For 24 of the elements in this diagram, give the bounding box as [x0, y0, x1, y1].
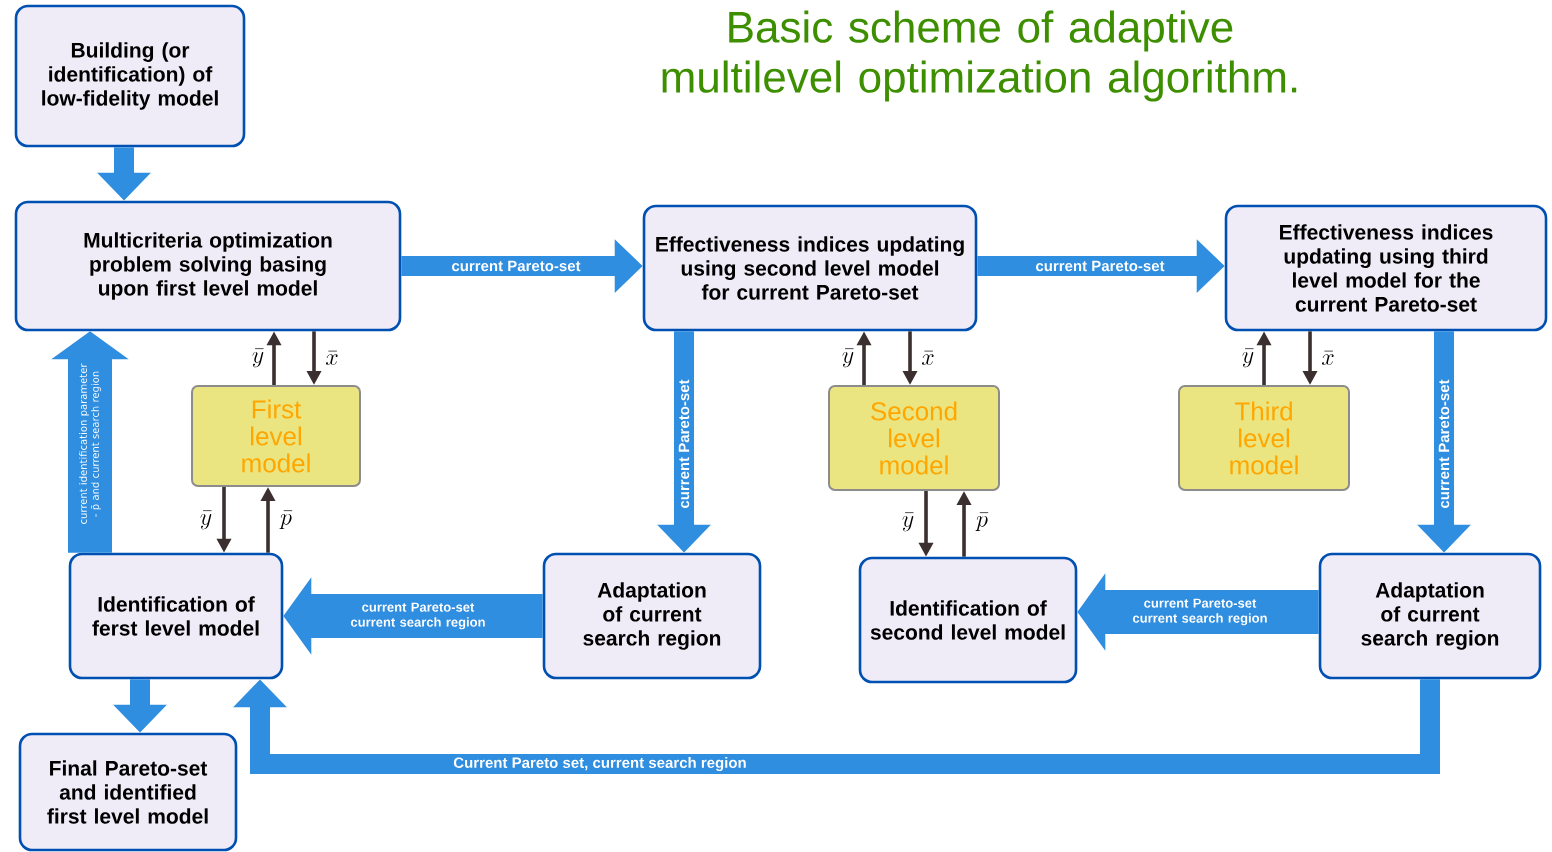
edge-label: $\bar{x}$: [922, 350, 934, 366]
process-box: Identification of ferst level model: [68, 552, 284, 680]
model-box: First level model: [191, 385, 361, 487]
edge-label: $\bar{y}$: [200, 510, 212, 530]
process-box: Effectiveness indices updating using third level model for the current Pareto-set: [1224, 204, 1548, 332]
edge-label: $\bar{p}$: [279, 510, 293, 530]
process-box: Final Pareto-set and identified first level model: [18, 732, 238, 852]
process-box: Adaptation of current search region: [1318, 552, 1542, 680]
process-box: Adaptation of current search region: [542, 552, 762, 680]
edge-label: $\bar{y}$: [1242, 348, 1254, 368]
edge-label: $\bar{x}$: [326, 350, 338, 366]
process-box: Multicriteria optimization problem solving basing upon first level model: [14, 200, 402, 332]
process-box: Effectiveness indices updating using second level model for current Pareto-set: [642, 204, 978, 332]
arrow: [233, 679, 1440, 774]
edge-label: $\bar{y}$: [842, 348, 854, 368]
edge-label: $\bar{y}$: [902, 512, 914, 532]
title: Basic scheme of adaptive multilevel optimization algorithm.: [662, 10, 1297, 102]
model-box: Third level model: [1178, 385, 1350, 491]
process-box: Building (or identification) of low-fidelity model: [14, 4, 246, 148]
edge-label: $\bar{x}$: [1322, 350, 1334, 366]
model-box: Second level model: [828, 385, 1000, 491]
process-box: Identification of second level model: [858, 556, 1078, 684]
edge-label: $\bar{y}$: [252, 348, 264, 368]
edge-label: $\bar{p}$: [975, 512, 989, 532]
